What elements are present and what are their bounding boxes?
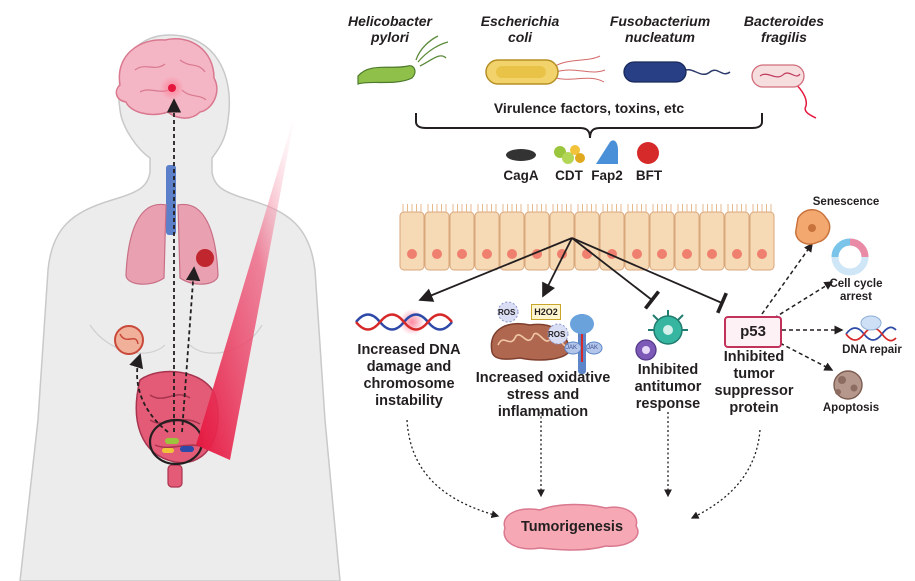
toxin-label-cdt: CDT	[555, 168, 583, 183]
cell-nucleus	[682, 249, 692, 259]
zoom-beam	[196, 110, 296, 460]
cdt-icon	[554, 145, 585, 164]
epithelial-cell	[424, 211, 450, 271]
toxin-label-fap2: Fap2	[591, 168, 623, 183]
cell-nucleus	[457, 249, 467, 259]
cell-nucleus	[482, 249, 492, 259]
cagA-icon	[506, 149, 536, 161]
virulence-factors-label: Virulence factors, toxins, etc	[493, 100, 685, 116]
cell-nucleus	[507, 249, 517, 259]
bacterium-helicobacter-icon	[357, 35, 449, 85]
cell-nucleus	[707, 249, 717, 259]
epithelial-cell	[399, 211, 425, 271]
cell-nucleus	[757, 249, 767, 259]
toxin-label-caga: CagA	[503, 168, 539, 183]
tumorigenesis-arrows	[406, 412, 761, 519]
jak-label-2: JAK	[587, 345, 599, 351]
epithelial-cell	[524, 211, 550, 271]
bft-icon	[637, 142, 659, 164]
epithelial-cell	[449, 211, 475, 271]
cell-nucleus	[432, 249, 442, 259]
ros-label-2: ROS	[548, 330, 566, 339]
fap2-icon	[596, 140, 618, 164]
epithelial-cell	[624, 211, 650, 271]
epithelial-cell	[749, 211, 775, 271]
cell-nucleus	[732, 249, 742, 259]
cell-nucleus	[632, 249, 642, 259]
bacterium-bacteroides-icon	[751, 64, 817, 119]
pathway-arrows	[418, 237, 728, 314]
epithelial-cell	[674, 211, 700, 271]
ros-label: ROS	[498, 308, 516, 317]
jak-label: JAK	[566, 345, 578, 351]
mitochondrion-icon	[490, 301, 571, 361]
cell-cycle-icon	[831, 238, 869, 276]
h2o2-label: H2O2	[531, 304, 561, 320]
metastasis-arrows	[129, 98, 201, 433]
apoptotic-cell-icon	[833, 370, 863, 400]
epithelial-cell	[699, 211, 725, 271]
p53-outcome-arrows	[761, 242, 844, 371]
epithelial-cell	[474, 211, 500, 271]
tumorigenesis-label: Tumorigenesis	[520, 519, 624, 535]
bacterium-fusobacterium-icon	[623, 61, 731, 83]
outcome-senescence: Senescence	[812, 196, 880, 208]
outcome-apoptosis: Apoptosis	[822, 402, 880, 414]
brain-icon	[115, 38, 218, 119]
immune-cells-icon	[635, 310, 688, 361]
outcome-dna-repair: DNA repair	[842, 344, 902, 356]
p53-box: p53	[724, 316, 782, 348]
epithelial-cell	[649, 211, 675, 271]
epithelial-cell-layer	[399, 204, 775, 271]
tumor-blob	[503, 503, 639, 551]
breast-tumor-icon	[114, 325, 144, 355]
dna-helix-icon	[355, 309, 453, 335]
senescent-cell-icon	[795, 209, 831, 245]
lungs-icon	[125, 165, 219, 285]
epithelial-cell	[724, 211, 750, 271]
cell-nucleus	[657, 249, 667, 259]
jak-receptor-icon	[564, 314, 603, 374]
epithelial-cell	[599, 211, 625, 271]
dna-repair-icon	[845, 315, 897, 342]
toxin-label-bft: BFT	[635, 168, 663, 183]
cell-nucleus	[407, 249, 417, 259]
bacterium-ecoli-icon	[485, 55, 606, 85]
virulence-brace	[415, 113, 763, 139]
epithelial-cell	[499, 211, 525, 271]
